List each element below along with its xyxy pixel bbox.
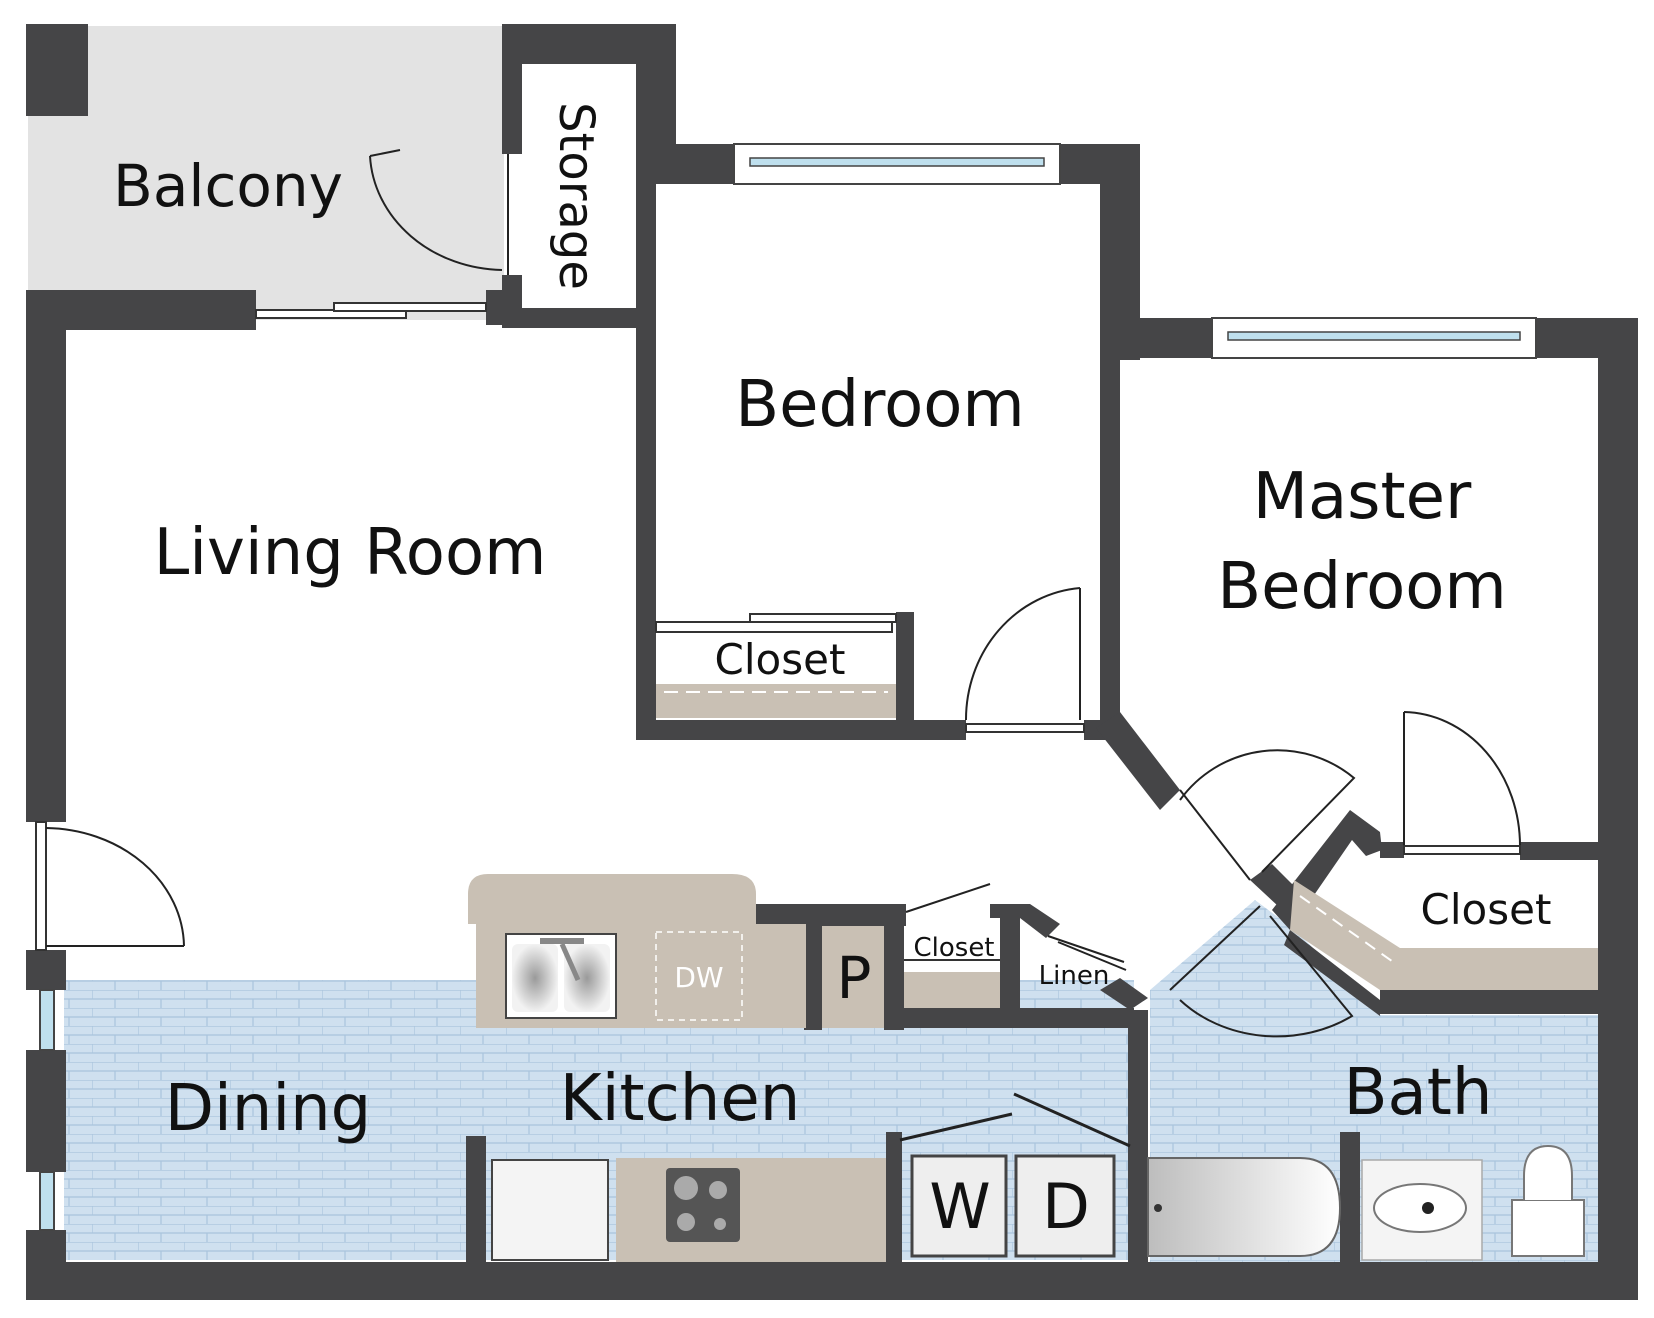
bath-vanity: [1361, 1159, 1483, 1261]
balcony-sliding-door[interactable]: [255, 302, 487, 319]
kitchen-counter-island: DW: [468, 874, 806, 1028]
bedroom-window: [733, 143, 1061, 185]
room-label-master-closet: Closet: [1421, 885, 1552, 934]
room-label-storage: Storage: [548, 102, 604, 290]
balcony-floor: [28, 26, 504, 320]
master-closet-shelf: [1290, 880, 1598, 990]
refrigerator: [491, 1159, 609, 1261]
toilet: [1511, 1144, 1585, 1257]
dishwasher-label: DW: [674, 961, 723, 994]
dryer-label: D: [1042, 1170, 1090, 1243]
room-label-living-room: Living Room: [154, 516, 547, 590]
room-label-linen: Linen: [1039, 961, 1110, 991]
washer: [910, 1154, 1008, 1258]
entry-door[interactable]: [35, 821, 185, 951]
room-label-pantry: P: [837, 944, 872, 1012]
room-label-bath: Bath: [1344, 1056, 1493, 1130]
master-bedroom-door[interactable]: [1179, 749, 1356, 881]
dining-window-lower: [39, 1171, 55, 1231]
washer-label: W: [929, 1170, 990, 1243]
room-label-balcony: Balcony: [113, 152, 343, 220]
bedroom-closet: [655, 613, 897, 718]
bath-door[interactable]: [1169, 905, 1354, 1038]
room-label-bedroom: Bedroom: [735, 368, 1024, 442]
balcony-door[interactable]: [369, 149, 509, 275]
dryer: [1014, 1154, 1116, 1258]
pantry: [822, 926, 884, 1028]
kitchen-closet-shelf: [904, 972, 1000, 1008]
room-label-master-bedroom-line2: Bedroom: [1217, 550, 1506, 624]
room-label-dining: Dining: [165, 1072, 372, 1146]
bedroom-door[interactable]: [964, 587, 1085, 733]
cooktop: [666, 1168, 740, 1242]
walls: [26, 24, 1638, 1300]
bathtub: [1147, 1157, 1342, 1257]
room-label-master-bedroom-line1: Master: [1253, 460, 1472, 534]
kitchen-counter-lower: [616, 1158, 886, 1262]
room-label-bedroom-closet: Closet: [715, 635, 846, 684]
master-bedroom-window: [1211, 317, 1537, 359]
dining-window-upper: [39, 989, 55, 1051]
master-closet-door[interactable]: [1403, 711, 1521, 855]
room-label-kitchen-closet: Closet: [913, 933, 994, 963]
kitchen-sink: [505, 933, 617, 1019]
room-label-kitchen: Kitchen: [560, 1062, 801, 1136]
